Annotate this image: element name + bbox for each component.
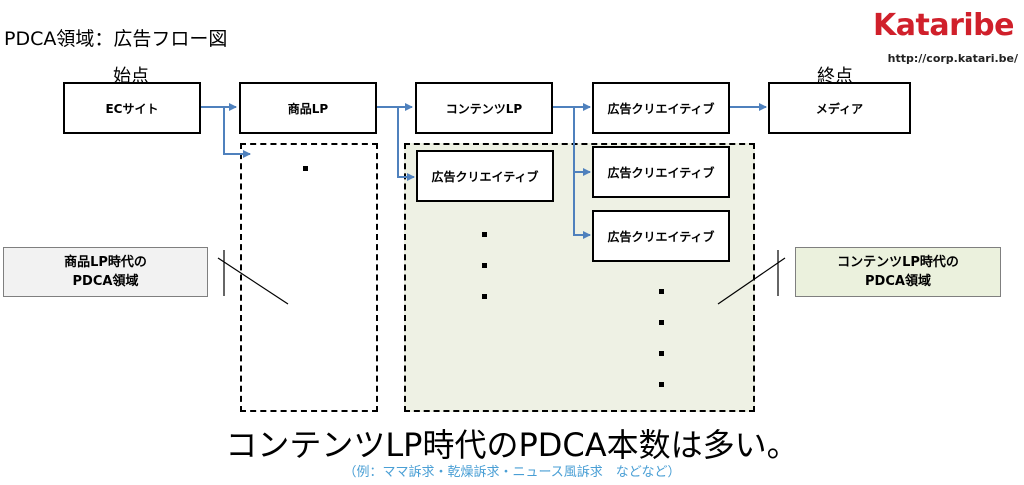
end-label: 終点: [817, 66, 853, 87]
ellipsis-dot: [482, 263, 487, 268]
ellipsis-dot: [659, 382, 664, 387]
era-right-line2: PDCA領域: [865, 274, 931, 289]
product-lp-variants-group: [240, 143, 378, 412]
ellipsis-dot: [659, 289, 664, 294]
node-ad-creative-main: 広告クリエイティブ: [592, 82, 730, 134]
arrow-to-ad-creative-b: [573, 107, 591, 176]
era-right-callout: コンテンツLP時代の PDCA領域: [795, 247, 1001, 297]
example-note: （例：ママ訴求・乾燥訴求・ニュース風訴求 などなど）: [343, 465, 681, 480]
arrow-to-ad-creative-a: [397, 107, 415, 181]
era-right-pointer: [717, 257, 786, 305]
era-left-line1: 商品LP時代の: [64, 254, 147, 270]
node-ec-site: ECサイト: [63, 82, 201, 134]
ellipsis-dot: [303, 166, 308, 171]
node-media: メディア: [768, 82, 911, 134]
start-label: 始点: [113, 66, 149, 87]
page-title: PDCA領域：広告フロー図: [4, 28, 228, 50]
node-ad-creative-c: 広告クリエイティブ: [592, 210, 730, 262]
arrow-ec-to-product-lp-variant: [223, 107, 251, 158]
arrow-to-ad-creative-c: [573, 172, 591, 239]
node-ad-creative-a: 広告クリエイティブ: [416, 150, 554, 202]
ellipsis-dot: [482, 294, 487, 299]
headline: コンテンツLP時代のPDCA本数は多い。: [225, 426, 799, 464]
era-right-line1: コンテンツLP時代の: [837, 254, 959, 270]
ellipsis-dot: [659, 351, 664, 356]
ellipsis-dot: [659, 320, 664, 325]
era-left-line2: PDCA領域: [72, 274, 139, 289]
ellipsis-dot: [482, 232, 487, 237]
katalibe-logo: Kataribe: [873, 8, 1014, 43]
node-content-lp: コンテンツLP: [415, 82, 553, 134]
era-left-pointer: [217, 257, 289, 305]
era-left-callout: 商品LP時代の PDCA領域: [3, 247, 208, 297]
site-url[interactable]: http://corp.katari.be/: [887, 52, 1018, 65]
node-ad-creative-b: 広告クリエイティブ: [592, 146, 730, 198]
node-product-lp: 商品LP: [239, 82, 377, 134]
